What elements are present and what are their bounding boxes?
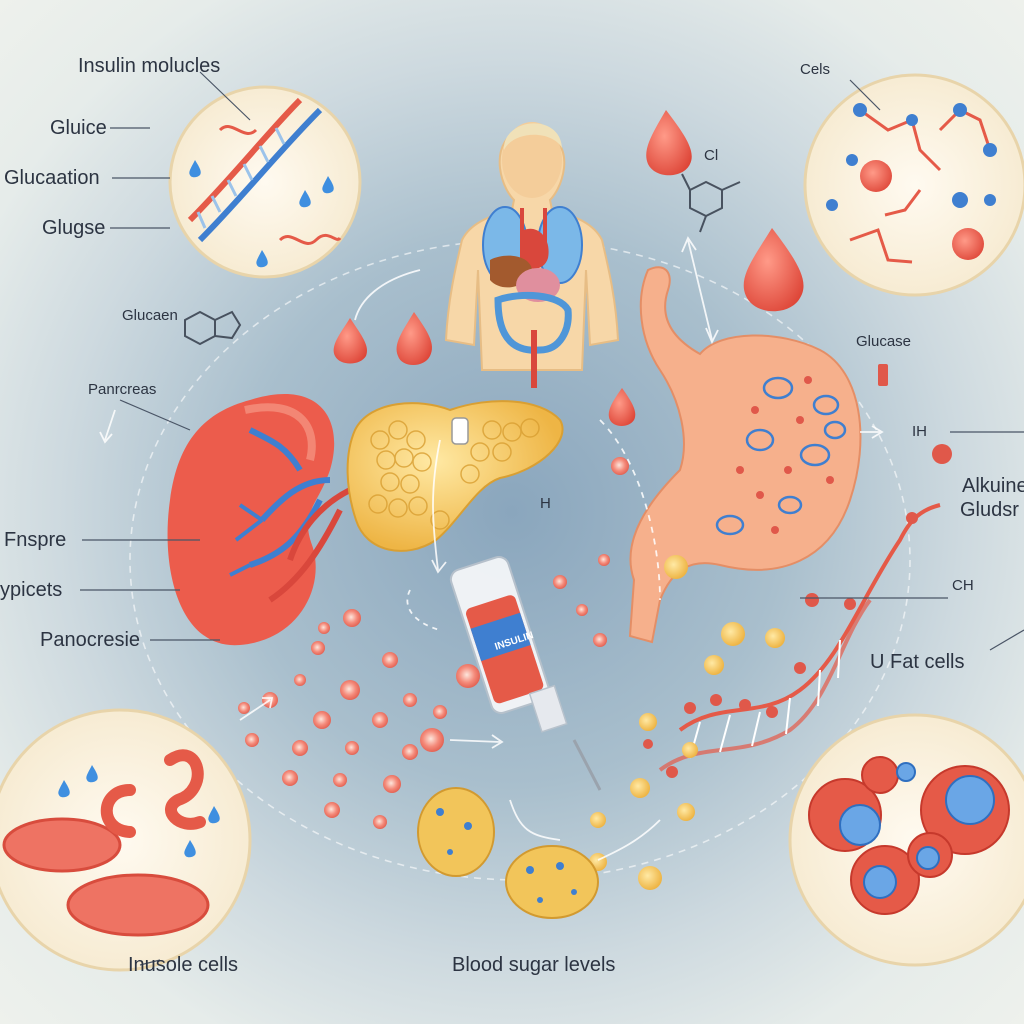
insulin-vial: INSULIN	[449, 556, 602, 791]
fat-globules	[589, 555, 785, 890]
blood-cell	[340, 680, 360, 700]
label-h-mark: H	[540, 495, 551, 512]
blood-cell	[576, 604, 588, 616]
label-insulin-cells: Inusole cells	[128, 954, 239, 976]
inset-insulin	[168, 85, 362, 279]
blood-cell	[456, 664, 480, 688]
label-insulin-molecules: Insulin molucles	[78, 55, 221, 77]
blood-cell	[282, 770, 298, 786]
cycle-path	[129, 239, 911, 881]
inset-cells	[803, 73, 1024, 297]
label-fat-cells: U Fat cells	[870, 651, 965, 673]
glucose-drops	[333, 110, 888, 426]
label-glugse: Glugse	[42, 217, 106, 239]
label-fnspre: Fnspre	[4, 529, 67, 551]
label-ch: CH	[952, 577, 974, 594]
human-figure	[444, 122, 620, 388]
fat-cell-bread	[417, 787, 599, 919]
kidney	[167, 394, 352, 646]
flow-arrows	[99, 236, 884, 861]
label-glucation: Glucaation	[4, 167, 100, 189]
blood-cell	[311, 641, 325, 655]
blood-cell	[553, 575, 567, 589]
label-alkuine: Alkuine	[962, 475, 1024, 497]
liver	[346, 400, 564, 552]
blood-cell	[292, 740, 308, 756]
blood-cell	[343, 609, 361, 627]
blood-cell	[373, 815, 387, 829]
inset-red-cells	[0, 708, 252, 972]
blood-cell	[611, 457, 629, 475]
blood-cell	[313, 711, 331, 729]
inset-fat-cells	[788, 713, 1024, 967]
blood-cell	[294, 674, 306, 686]
label-blood-sugar: Blood sugar levels	[452, 954, 616, 976]
blood-cell	[245, 733, 259, 747]
blood-cell	[382, 652, 398, 668]
blood-cell	[420, 728, 444, 752]
blood-cell	[593, 633, 607, 647]
blood-cell	[383, 775, 401, 793]
label-cels: Cels	[800, 61, 831, 78]
chem-structure-top	[184, 173, 741, 346]
blood-cell	[598, 554, 610, 566]
label-ih-right: IH	[912, 423, 927, 440]
blood-cell	[402, 744, 418, 760]
label-cl-top: Cl	[704, 147, 719, 164]
label-glucase: Glucase	[856, 333, 912, 350]
label-pancreas-left: Panrcreas	[88, 381, 157, 398]
blood-cell	[403, 693, 417, 707]
stomach	[628, 266, 862, 644]
blood-cell	[333, 773, 347, 787]
label-gludsr: Gludsr	[960, 499, 1019, 521]
blood-cell	[318, 622, 330, 634]
blood-cell	[372, 712, 388, 728]
label-panocresie: Panocresie	[40, 629, 141, 651]
blood-cell	[345, 741, 359, 755]
blood-cell	[433, 705, 447, 719]
label-gluice: Gluice	[50, 117, 107, 139]
dna-strand-right	[643, 444, 952, 778]
label-glucagon: Glucaen	[122, 307, 178, 324]
label-ypicets: ypicets	[0, 579, 63, 601]
blood-cell	[324, 802, 340, 818]
blood-cell	[238, 702, 250, 714]
leader-lines	[80, 71, 1024, 966]
